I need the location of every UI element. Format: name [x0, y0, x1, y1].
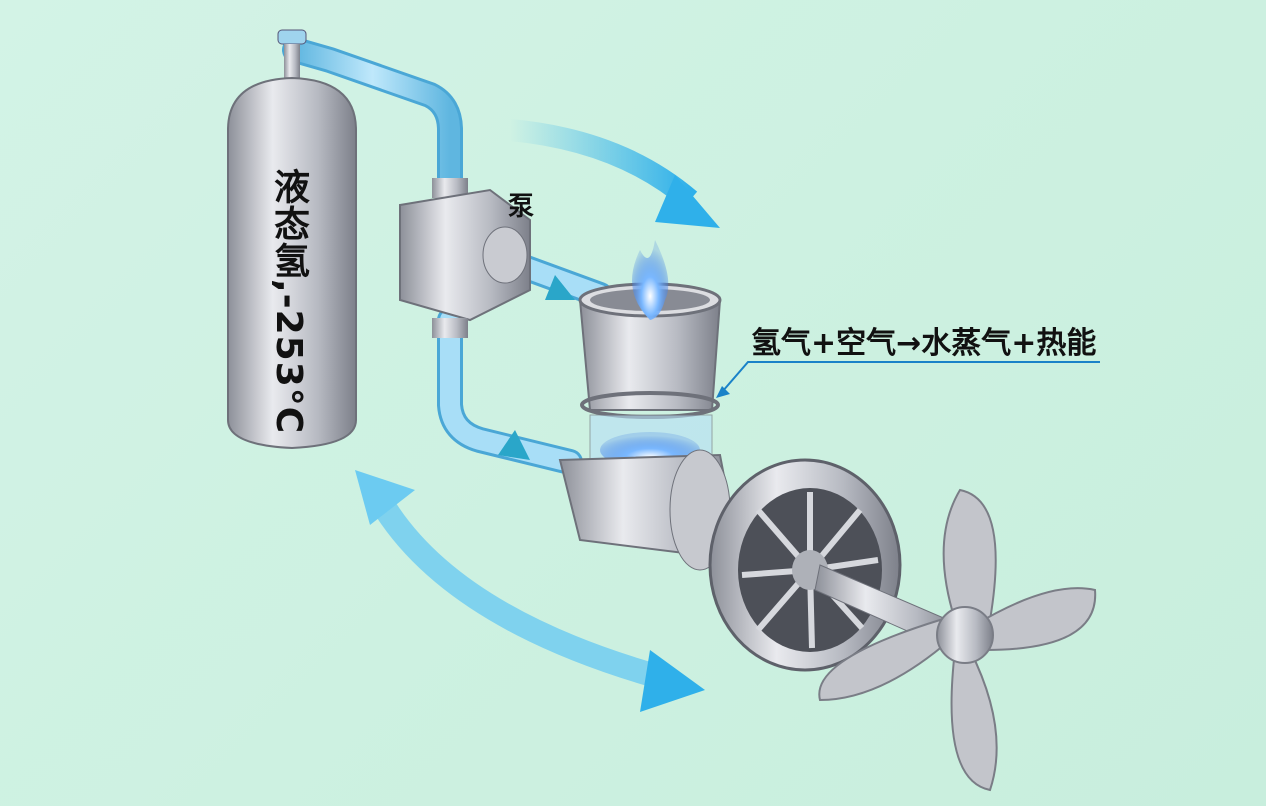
flow-arrow-bottom: [355, 470, 705, 712]
pump: [399, 178, 531, 338]
reaction-label: 氢气+空气→水蒸气+热能: [751, 326, 1097, 361]
tank-label: 液态氢,-253°C: [268, 168, 309, 435]
flow-direction-icon: [498, 430, 530, 460]
propeller: [818, 488, 1097, 792]
leader-arrow-icon: [716, 386, 730, 398]
turbine-engine: [558, 449, 961, 672]
flow-direction-icon: [545, 275, 575, 300]
hydrogen-tank: [227, 29, 357, 450]
flame-icon: [632, 240, 669, 320]
flow-arrow-top: [509, 119, 720, 228]
combustion-chamber: [578, 240, 722, 471]
leader-line: [721, 361, 1100, 393]
pump-label: 泵: [508, 192, 535, 222]
